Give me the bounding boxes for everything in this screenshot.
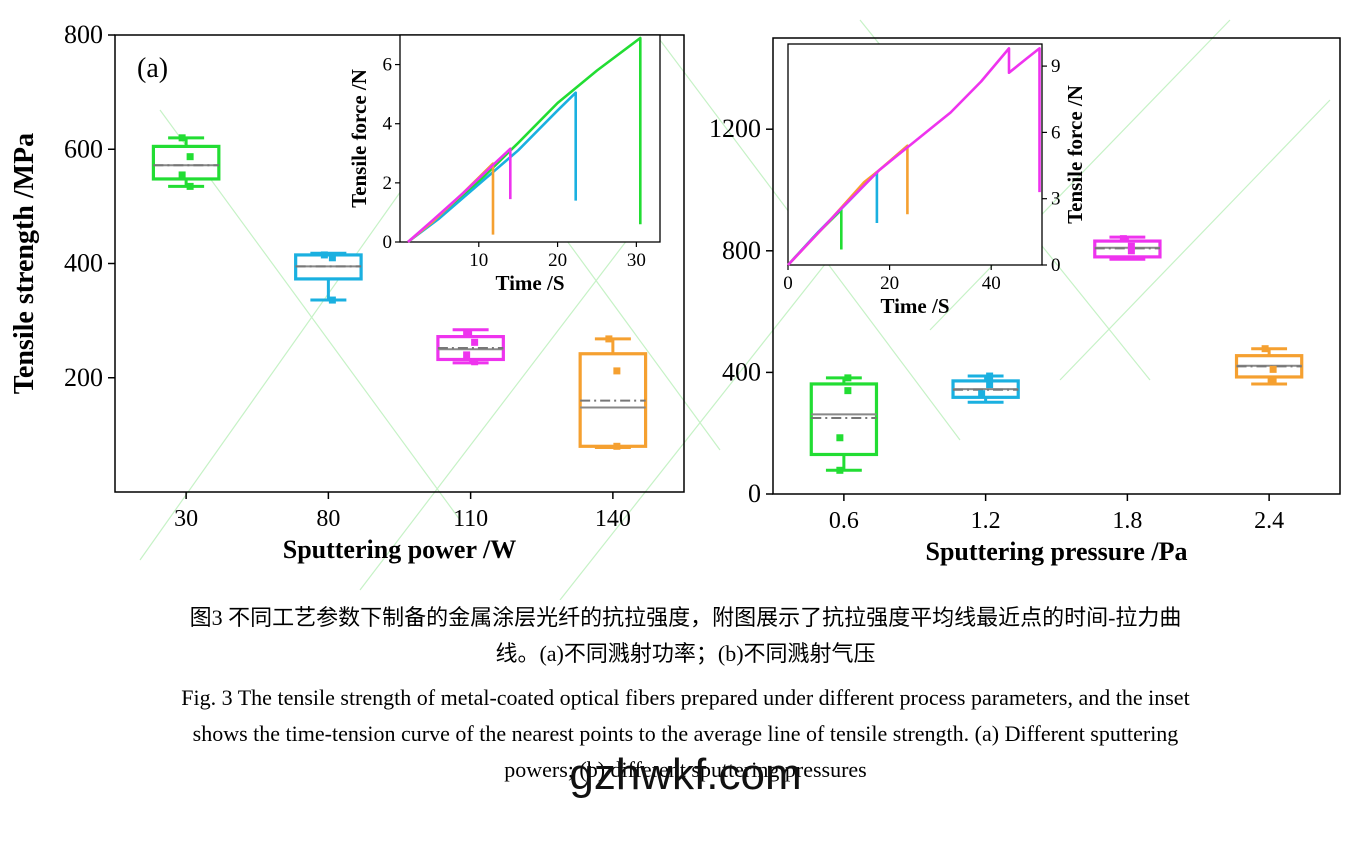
y-tick-label-b-1200: 1200 — [709, 114, 761, 143]
inset-x-tick-label-a-10: 10 — [469, 250, 488, 271]
box-b-1 — [951, 372, 1020, 404]
inset-y-tick-label-b-6: 6 — [1051, 122, 1061, 143]
inset-x-tick-label-b-20: 20 — [880, 273, 899, 294]
data-point-0 — [186, 153, 194, 161]
y-axis-label-a: Tensile strength /MPa — [9, 133, 40, 394]
data-point-2 — [328, 296, 336, 304]
watermark-stroke-1 — [359, 209, 651, 591]
box-b-2 — [1093, 235, 1162, 261]
data-point-0 — [986, 381, 994, 389]
data-point-2 — [471, 358, 479, 366]
data-point-2 — [1269, 378, 1277, 386]
x-tick-label-a-2: 110 — [453, 506, 488, 532]
watermark-text: gzhwkf.com — [569, 750, 802, 799]
y-tick-label-b-0: 0 — [748, 479, 761, 508]
data-point-0 — [844, 387, 852, 395]
inset-y-axis-label-a: Tensile force /N — [347, 69, 371, 208]
data-point-3 — [463, 328, 471, 336]
caption-chinese-line-1: 图3 不同工艺参数下制备的金属涂层光纤的抗拉强度，附图展示了抗拉强度平均线最近点… — [189, 605, 1182, 630]
inset-x-axis-label-a: Time /S — [495, 271, 564, 295]
x-tick-label-b-0: 0.6 — [829, 508, 859, 534]
data-point-3 — [836, 466, 844, 474]
inset-series-b-3 — [787, 47, 1041, 266]
data-point-1 — [1261, 345, 1269, 353]
inset-x-tick-label-b-40: 40 — [982, 273, 1001, 294]
box-a-3 — [578, 335, 648, 450]
y-tick-label-a-800: 800 — [64, 20, 103, 49]
data-point-2 — [986, 372, 994, 380]
data-point-1 — [320, 251, 328, 259]
data-point-2 — [844, 374, 852, 382]
box-b-0 — [809, 374, 879, 474]
inset-x-tick-label-a-20: 20 — [548, 250, 567, 271]
data-point-0 — [613, 367, 621, 375]
x-axis-label-a: Sputtering power /W — [283, 535, 517, 564]
watermark-stroke-0 — [139, 149, 431, 561]
caption-english-line-2: shows the time-tension curve of the near… — [192, 721, 1179, 746]
inset-y-tick-label-b-9: 9 — [1051, 56, 1061, 77]
data-point-3 — [178, 134, 186, 142]
data-point-1 — [178, 171, 186, 179]
x-tick-label-b-1: 1.2 — [971, 508, 1001, 534]
x-tick-label-b-2: 1.8 — [1112, 508, 1142, 534]
watermark-stroke-2 — [559, 219, 861, 600]
box-body — [809, 382, 879, 457]
inset-y-tick-label-a-0: 0 — [383, 232, 393, 253]
y-tick-label-b-800: 800 — [722, 236, 761, 265]
inset-x-tick-label-b-0: 0 — [783, 273, 793, 294]
inset-series-a-3 — [407, 147, 512, 243]
data-point-1 — [1119, 235, 1127, 243]
y-tick-label-a-600: 600 — [64, 134, 103, 163]
box-b-3 — [1234, 345, 1304, 386]
box-a-0 — [151, 134, 221, 190]
data-point-0 — [1127, 242, 1135, 250]
inset-y-axis-label-b: Tensile force /N — [1063, 85, 1087, 224]
data-point-2 — [186, 182, 194, 190]
inset-y-tick-label-a-2: 2 — [383, 173, 393, 194]
inset-y-tick-label-a-6: 6 — [383, 55, 393, 76]
inset-y-tick-label-b-0: 0 — [1051, 255, 1061, 276]
x-tick-label-b-3: 2.4 — [1254, 508, 1284, 534]
y-tick-label-a-200: 200 — [64, 363, 103, 392]
plot-frame-b — [772, 37, 1341, 495]
x-tick-label-a-0: 30 — [174, 506, 198, 532]
data-point-0 — [471, 338, 479, 346]
data-point-0 — [1269, 365, 1277, 373]
data-point-0 — [328, 254, 336, 262]
data-point-2 — [613, 442, 621, 450]
watermark-stroke-7 — [929, 19, 1231, 331]
inset-series-a-1 — [407, 91, 578, 244]
data-point-1 — [836, 434, 844, 442]
caption-chinese-line-2: 线。(a)不同溅射功率；(b)不同溅射气压 — [495, 641, 876, 666]
y-tick-label-a-400: 400 — [64, 249, 103, 278]
data-point-1 — [978, 390, 986, 398]
box-a-1 — [294, 251, 363, 304]
inset-y-tick-label-b-3: 3 — [1051, 189, 1061, 210]
x-tick-label-a-3: 140 — [595, 506, 631, 532]
data-point-1 — [463, 351, 471, 359]
box-body — [151, 144, 221, 181]
x-axis-label-b: Sputtering pressure /Pa — [926, 537, 1188, 566]
inset-x-tick-label-a-30: 30 — [627, 250, 646, 271]
watermark-stroke-8 — [1059, 99, 1331, 381]
caption-english-line-3: powers; (b) different sputtering pressur… — [504, 757, 867, 782]
inset-x-axis-label-b: Time /S — [880, 294, 949, 318]
y-tick-label-b-400: 400 — [722, 357, 761, 386]
data-point-2 — [1127, 247, 1135, 255]
x-tick-label-a-1: 80 — [316, 506, 340, 532]
inset-frame-b — [787, 43, 1043, 266]
data-point-1 — [605, 335, 613, 343]
inset-y-tick-label-a-4: 4 — [383, 114, 393, 135]
panel-label-a: (a) — [137, 53, 168, 84]
box-a-2 — [436, 328, 505, 366]
caption-english-line-1: Fig. 3 The tensile strength of metal-coa… — [181, 685, 1190, 710]
